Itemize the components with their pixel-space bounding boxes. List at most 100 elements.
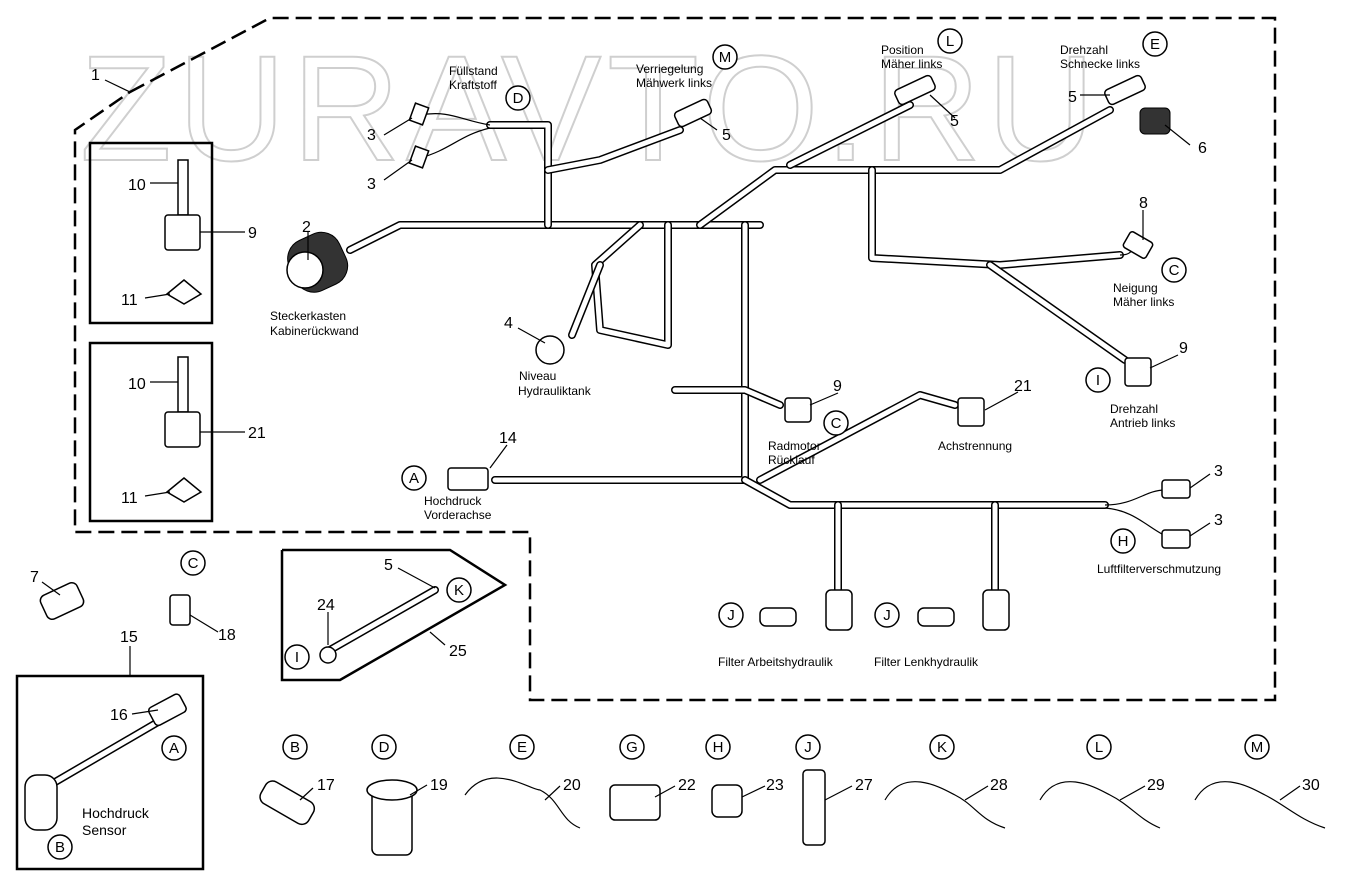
- cable-28: [884, 781, 1006, 829]
- connector-filter-steer: [982, 589, 1010, 631]
- label-air-filter: Luftfilterverschmutzung: [1097, 562, 1221, 576]
- num-5c: 5: [1068, 89, 1077, 106]
- sensor-27: [802, 769, 826, 846]
- coil-9-right: [1124, 357, 1152, 387]
- svg-text:J: J: [727, 607, 735, 624]
- letter-m-bottom: M: [1244, 734, 1270, 760]
- letter-a: A: [401, 465, 427, 491]
- sensor-18: [169, 594, 191, 626]
- svg-text:H: H: [1118, 533, 1129, 550]
- plug-7: [39, 581, 85, 621]
- letter-c: C: [823, 410, 849, 436]
- svg-text:J: J: [883, 607, 891, 624]
- seal-11-top: [165, 279, 203, 305]
- letter-j-1: J: [718, 602, 744, 628]
- num-9c: 9: [833, 378, 842, 395]
- num-3a: 3: [367, 127, 376, 144]
- letter-b: B: [282, 734, 308, 760]
- ring-24: [319, 646, 337, 664]
- label-lock-1: Verriegelung: [636, 62, 703, 76]
- num-10b: 10: [128, 376, 146, 393]
- label-lock-2: Mähwerk links: [636, 76, 712, 90]
- num-5b: 5: [950, 113, 959, 130]
- num-9b: 9: [1179, 340, 1188, 357]
- bolt-10-top: [177, 159, 189, 216]
- num-7: 7: [30, 569, 39, 586]
- num-10a: 10: [128, 177, 146, 194]
- svg-text:A: A: [409, 470, 419, 487]
- fuel-sensor-plug-2: [408, 145, 430, 169]
- leader-lines: [41, 79, 1301, 801]
- connector-auger: [1104, 74, 1146, 106]
- plug-3-air-2: [1161, 529, 1191, 549]
- num-25: 25: [449, 643, 467, 660]
- num-1: 1: [91, 67, 100, 84]
- coil-21-axle: [957, 397, 985, 427]
- letter-l-bottom: L: [1086, 734, 1112, 760]
- label-hp-front-2: Vorderachse: [424, 508, 492, 522]
- svg-text:I: I: [295, 649, 299, 666]
- num-28: 28: [990, 777, 1008, 794]
- label-tilt-2: Mäher links: [1113, 295, 1174, 309]
- svg-text:M: M: [719, 49, 732, 66]
- letter-h: H: [1110, 528, 1136, 554]
- letter-g: C: [1161, 257, 1187, 283]
- letter-m: M: [712, 44, 738, 70]
- letter-k: K: [446, 577, 472, 603]
- thin-leads: [419, 113, 1171, 539]
- label-fuel-1: Füllstand: [449, 64, 498, 78]
- kit-box-9: [88, 141, 214, 325]
- cable-20: [464, 777, 581, 829]
- label-hp-sensor-2: Sensor: [82, 822, 127, 838]
- label-position-1: Position: [881, 43, 924, 57]
- svg-text:C: C: [1169, 262, 1180, 279]
- letter-k-bottom: K: [929, 734, 955, 760]
- svg-text:L: L: [1095, 739, 1103, 756]
- label-drive-2: Antrieb links: [1110, 416, 1175, 430]
- coil-21-kit: [164, 411, 201, 448]
- svg-text:C: C: [188, 555, 199, 572]
- label-axle: Achstrennung: [938, 439, 1012, 453]
- svg-text:H: H: [713, 739, 724, 756]
- sensor-23: [711, 784, 743, 818]
- plug-6: [1139, 107, 1171, 135]
- harness-wires: [346, 101, 1129, 594]
- num-9a: 9: [248, 225, 257, 242]
- num-21a: 21: [248, 425, 266, 442]
- sensor-22: [609, 784, 661, 821]
- svg-text:B: B: [290, 739, 300, 756]
- label-hp-sensor-1: Hochdruck: [82, 805, 150, 821]
- letter-e: E: [1142, 31, 1168, 57]
- label-auger-2: Schnecke links: [1060, 57, 1140, 71]
- num-30: 30: [1302, 777, 1320, 794]
- svg-text:E: E: [517, 739, 527, 756]
- num-3b: 3: [367, 176, 376, 193]
- label-drive-1: Drehzahl: [1110, 402, 1158, 416]
- num-3c: 3: [1214, 463, 1223, 480]
- num-19: 19: [430, 777, 448, 794]
- svg-text:L: L: [946, 33, 954, 50]
- letter-g-bottom: G: [619, 734, 645, 760]
- svg-text:I: I: [1096, 372, 1100, 389]
- coil-9-wheel: [784, 397, 812, 423]
- label-wheel-1: Radmotor: [768, 439, 821, 453]
- letter-h-bottom: H: [705, 734, 731, 760]
- plug-3-air-1: [1161, 479, 1191, 499]
- num-11b: 11: [121, 490, 138, 507]
- label-tilt-1: Neigung: [1113, 281, 1158, 295]
- cable-29: [1039, 781, 1161, 829]
- num-23: 23: [766, 777, 784, 794]
- num-5d: 5: [384, 557, 393, 574]
- sensor-filter-steer: [917, 607, 955, 627]
- coil-9-kit: [164, 214, 201, 251]
- circled-letters: D M L E C I C A H J J C K I A B B D E G …: [47, 28, 1270, 860]
- svg-text:A: A: [169, 740, 179, 757]
- num-21b: 21: [1014, 378, 1032, 395]
- num-6: 6: [1198, 140, 1207, 157]
- num-2: 2: [302, 219, 311, 236]
- label-filter-steer: Filter Lenkhydraulik: [874, 655, 979, 669]
- label-cab-2: Kabinerückwand: [270, 324, 359, 338]
- kit-box-k: [280, 548, 508, 682]
- connector-filter-work: [825, 589, 853, 631]
